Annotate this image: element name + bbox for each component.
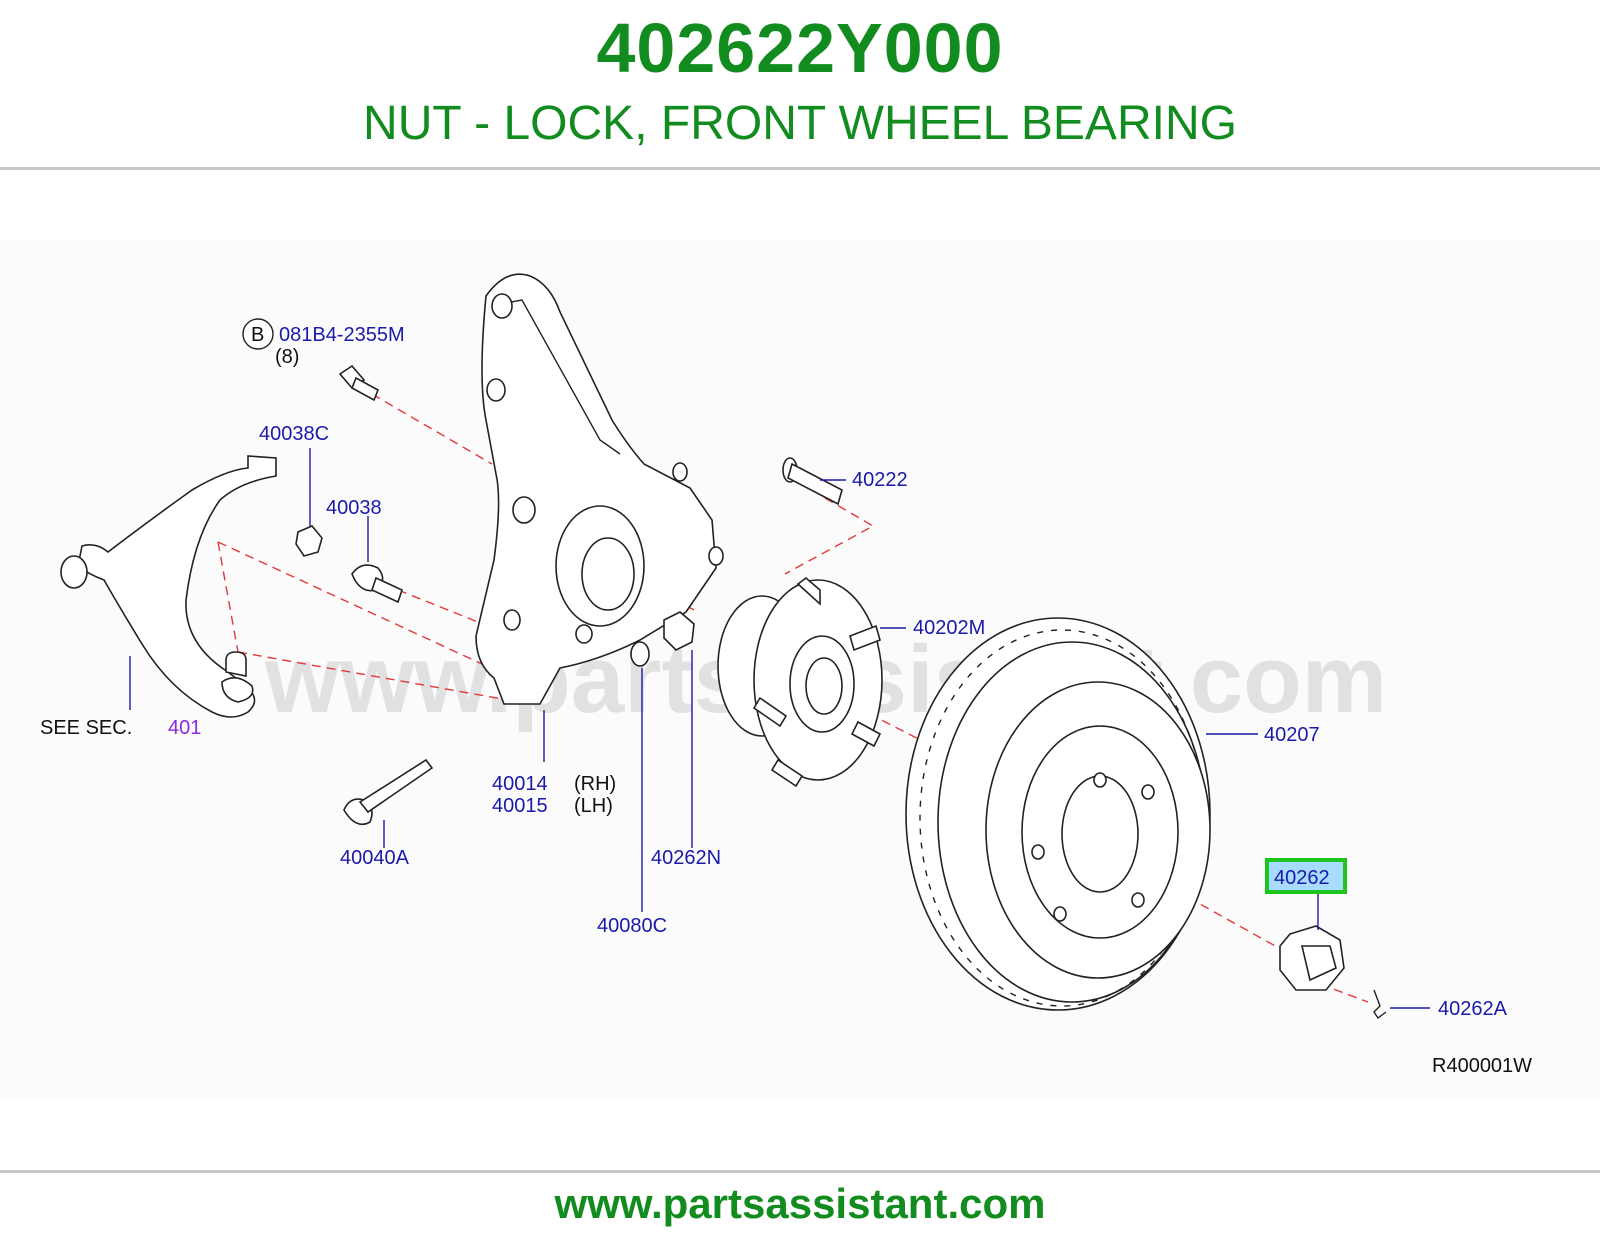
lock-nut-40262 <box>1279 925 1345 991</box>
label-40040a[interactable]: 40040A <box>340 847 410 869</box>
lower-control-arm <box>60 455 277 718</box>
header: 402622Y000 NUT - LOCK, FRONT WHEEL BEARI… <box>0 0 1600 168</box>
callout-letter: B <box>251 324 264 346</box>
washer-40080c <box>630 641 650 667</box>
label-40262[interactable]: 40262 <box>1274 867 1330 889</box>
part-number-title: 402622Y000 <box>596 9 1004 87</box>
nut-40262n <box>663 611 695 651</box>
label-081b4-2355m[interactable]: 081B4-2355M <box>279 324 405 346</box>
label-see-sec: SEE SEC. <box>40 717 132 739</box>
nut-40038c <box>295 525 323 557</box>
label-40202m[interactable]: 40202M <box>913 617 985 639</box>
label-40262n[interactable]: 40262N <box>651 847 721 869</box>
footer-url[interactable]: www.partsassistant.com <box>554 1180 1046 1227</box>
wheel-stud-40222 <box>782 457 843 506</box>
callout-circle <box>242 318 274 350</box>
label-40262a[interactable]: 40262A <box>1438 998 1508 1020</box>
brake-rotor-40207 <box>905 617 1211 1011</box>
label-40038[interactable]: 40038 <box>326 497 382 519</box>
label-qty-8: (8) <box>275 346 299 368</box>
label-40038c[interactable]: 40038C <box>259 423 329 445</box>
label-40222[interactable]: 40222 <box>852 469 908 491</box>
bolt-40040a <box>343 758 434 826</box>
parts-diagram-svg: www.partsassistant.com <box>40 273 1532 1077</box>
parts-diagram: www.partsassistant.com <box>0 240 1600 1100</box>
drawing-code: R400001W <box>1432 1055 1532 1077</box>
highlight-box-40262[interactable] <box>1265 858 1347 894</box>
hub-bearing-40202m <box>717 576 883 788</box>
label-40080c[interactable]: 40080C <box>597 915 667 937</box>
bolt-40038 <box>351 564 403 604</box>
steering-knuckle <box>475 273 724 705</box>
bolt-081b4-2355m <box>338 364 380 402</box>
label-rh: (RH) <box>574 773 616 795</box>
part-description: NUT - LOCK, FRONT WHEEL BEARING <box>363 97 1237 150</box>
label-lh: (LH) <box>574 795 613 817</box>
label-40207[interactable]: 40207 <box>1264 724 1320 746</box>
top-divider <box>0 167 1600 170</box>
label-40015[interactable]: 40015 <box>492 795 548 817</box>
label-sec-401[interactable]: 401 <box>168 717 201 739</box>
bottom-divider <box>0 1170 1600 1173</box>
cotter-clip-40262a <box>1373 989 1387 1020</box>
label-40014[interactable]: 40014 <box>492 773 548 795</box>
